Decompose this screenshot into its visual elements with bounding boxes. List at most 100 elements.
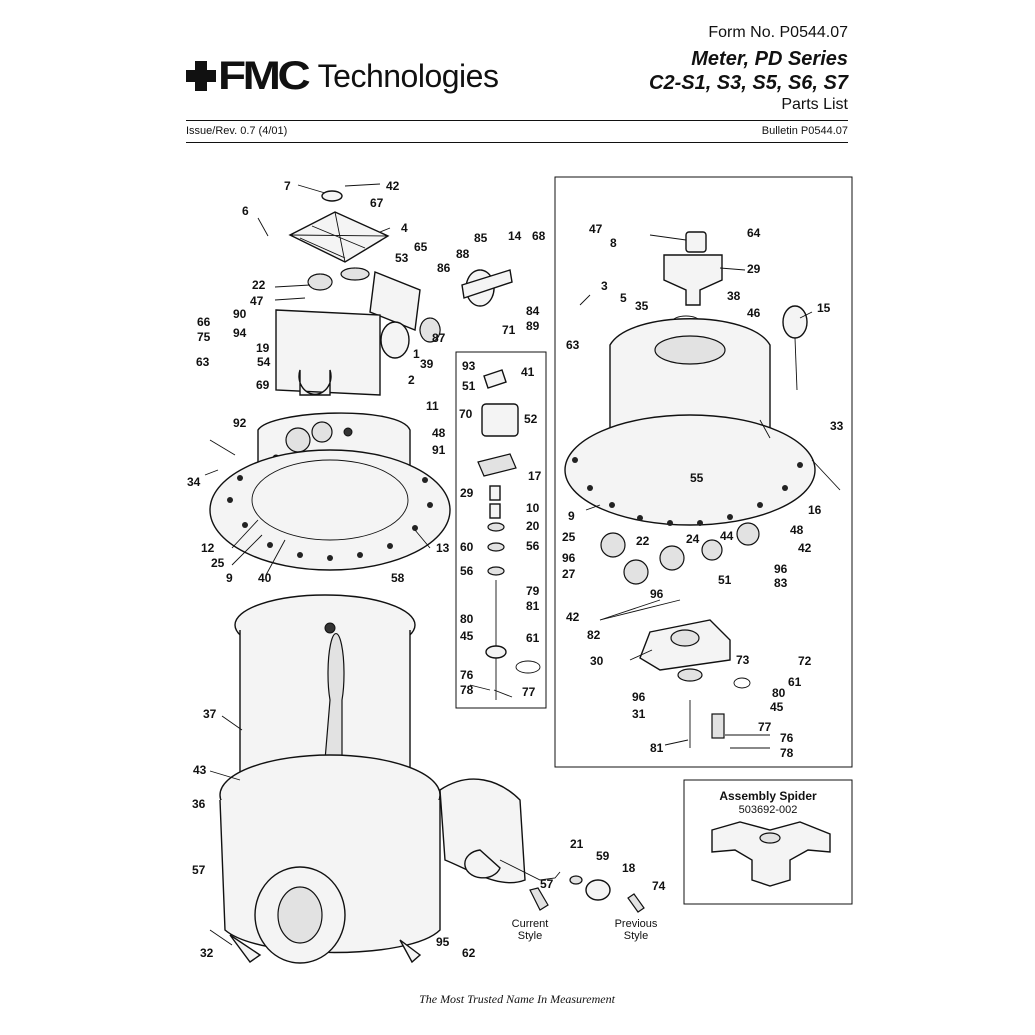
callout-94: 94	[233, 326, 247, 340]
callout-10: 10	[526, 501, 540, 515]
callout-57: 57	[192, 863, 206, 877]
callout-42s: 42	[566, 610, 580, 624]
callout-76r: 76	[780, 731, 794, 745]
callout-46: 46	[747, 306, 761, 320]
callout-42r: 42	[798, 541, 812, 555]
callout-68: 68	[532, 229, 546, 243]
current-style-fitting	[464, 849, 645, 913]
callout-71: 71	[502, 323, 516, 337]
callout-11: 11	[426, 399, 439, 413]
callout-55: 55	[690, 471, 704, 485]
callout-93: 93	[462, 359, 476, 373]
callout-30: 30	[590, 654, 604, 668]
top-cover-group	[275, 190, 513, 396]
callout-20: 20	[526, 519, 540, 533]
callout-22: 22	[252, 278, 266, 292]
callout-19: 19	[256, 341, 270, 355]
callout-82: 82	[587, 628, 601, 642]
callout-32: 32	[200, 946, 214, 960]
callout-61: 61	[526, 631, 540, 645]
leader-lines	[204, 183, 813, 946]
issue-revision: Issue/Rev. 0.7 (4/01)	[186, 125, 288, 137]
fmc-logo: FMC Technologies	[186, 50, 499, 102]
callout-96d: 96	[632, 690, 646, 704]
callout-48: 48	[432, 426, 446, 440]
callout-39: 39	[420, 357, 434, 371]
callout-81: 81	[526, 599, 540, 613]
model-list: C2-S1, S3, S5, S6, S7	[649, 72, 848, 94]
callout-42: 42	[386, 179, 400, 193]
callout-41: 41	[521, 365, 535, 379]
callout-91: 91	[432, 443, 446, 457]
callout-54: 54	[257, 355, 271, 369]
callout-78r: 78	[780, 746, 794, 760]
callout-1: 1	[413, 347, 420, 361]
callout-48r: 48	[790, 523, 804, 537]
main-callouts: 7 42 67 6 4 22 47 53 65 88 85 14 68 86 8…	[187, 179, 666, 960]
inlet-outlet-ports	[229, 778, 526, 964]
callout-38: 38	[727, 289, 741, 303]
logo-mark: FMC	[218, 53, 311, 98]
assembly-spider-panel	[683, 779, 853, 905]
callout-36: 36	[192, 797, 206, 811]
bulletin-number: Bulletin P0544.07	[761, 125, 848, 137]
document-title: Meter, PD Series	[691, 48, 848, 70]
footer-slogan: The Most Trusted Name In Measurement	[419, 992, 615, 1006]
callout-59: 59	[596, 849, 610, 863]
callout-4: 4	[401, 221, 408, 235]
callout-40: 40	[258, 571, 272, 585]
callout-56b: 56	[460, 564, 474, 578]
inset-panel-center	[455, 351, 547, 709]
callout-95: 95	[436, 935, 450, 949]
callout-64: 64	[747, 226, 761, 240]
callout-25: 25	[211, 556, 225, 570]
callout-83: 83	[774, 576, 788, 590]
callout-53: 53	[395, 251, 409, 265]
right-inset-parts	[564, 231, 841, 748]
logo-text: Technologies	[317, 57, 499, 94]
callout-5: 5	[620, 291, 627, 305]
callout-80: 80	[460, 612, 474, 626]
callout-56a: 56	[526, 539, 540, 553]
callout-72: 72	[798, 654, 812, 668]
callout-29: 29	[460, 486, 474, 500]
callout-69: 69	[256, 378, 270, 392]
callout-22r: 22	[636, 534, 650, 548]
callout-51: 51	[462, 379, 476, 393]
callout-61r: 61	[788, 675, 802, 689]
document-type: Parts List	[781, 96, 848, 113]
callout-27: 27	[562, 567, 576, 581]
callout-9: 9	[226, 571, 233, 585]
callout-24: 24	[686, 532, 700, 546]
callout-35: 35	[635, 299, 649, 313]
callout-47r: 47	[589, 222, 603, 236]
callout-60: 60	[460, 540, 474, 554]
callout-67: 67	[370, 196, 384, 210]
callout-9r: 9	[568, 509, 575, 523]
callout-78: 78	[460, 683, 474, 697]
callout-17: 17	[528, 469, 542, 483]
callout-47: 47	[250, 294, 264, 308]
callout-21: 21	[570, 837, 584, 851]
callout-88: 88	[456, 247, 470, 261]
logo-plus-icon	[186, 61, 216, 91]
callout-92: 92	[233, 416, 247, 430]
callout-96b: 96	[774, 562, 788, 576]
callout-79: 79	[526, 584, 540, 598]
callout-52: 52	[524, 412, 538, 426]
assembly-spider-illustration	[711, 821, 831, 887]
callout-66: 66	[197, 315, 211, 329]
callout-7: 7	[284, 179, 291, 193]
header-rule-bottom	[186, 142, 848, 143]
callout-63: 63	[196, 355, 210, 369]
main-flange	[209, 449, 451, 571]
callout-16: 16	[808, 503, 822, 517]
center-inset-parts	[477, 369, 541, 700]
callout-86: 86	[437, 261, 451, 275]
callout-37: 37	[203, 707, 217, 721]
callout-90: 90	[233, 307, 247, 321]
callout-14: 14	[508, 229, 522, 243]
